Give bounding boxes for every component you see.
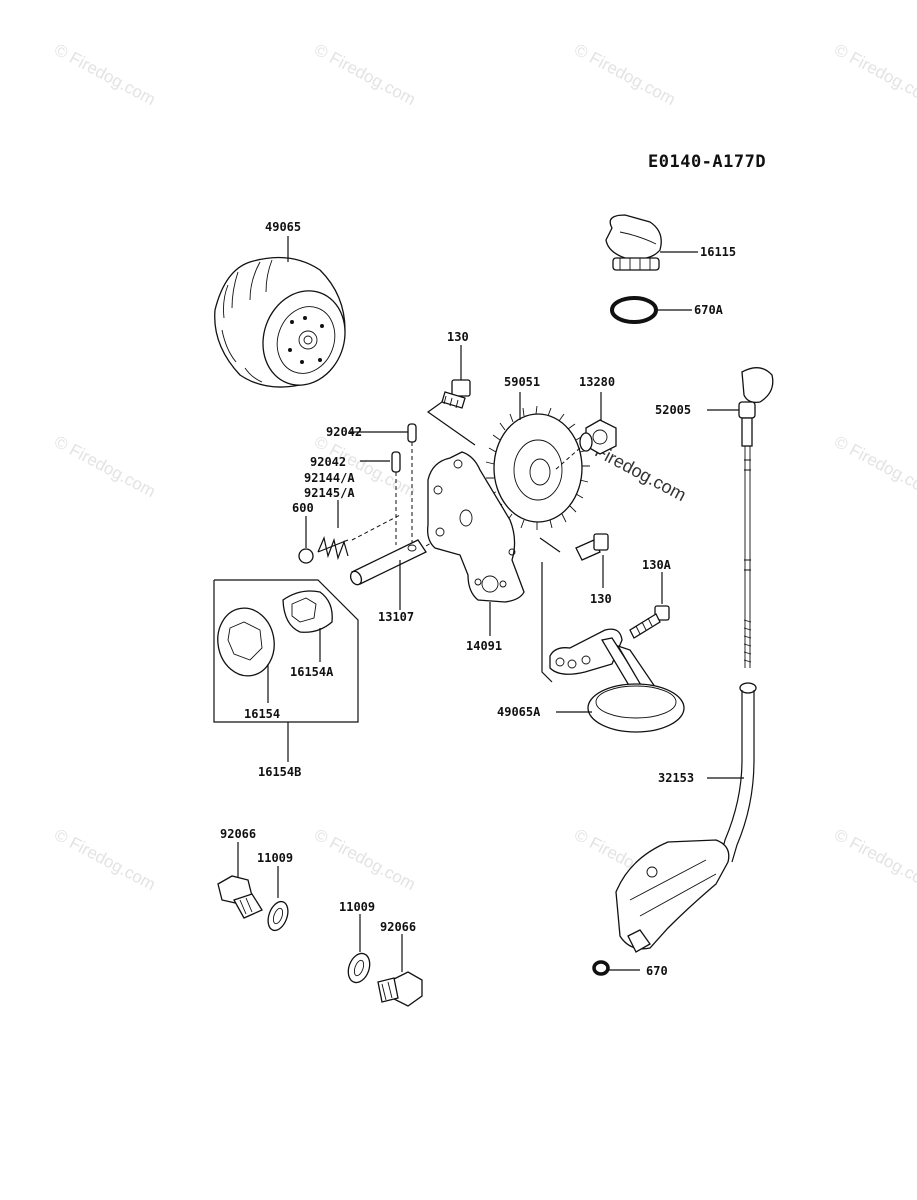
pin-drawing xyxy=(350,423,417,555)
part-label-16154: 16154 xyxy=(244,707,281,721)
drain-plug-left-drawing xyxy=(217,842,289,932)
part-label-11009-a: 11009 xyxy=(257,851,294,865)
part-label-92042-a: 92042 xyxy=(326,425,363,439)
part-label-92066-b: 92066 xyxy=(380,920,417,934)
nut-drawing xyxy=(554,392,617,471)
oil-cap-drawing xyxy=(605,214,698,324)
diagram-code: E0140-A177D xyxy=(648,152,767,172)
part-label-600: 600 xyxy=(292,501,314,515)
part-label-130A: 130A xyxy=(642,558,671,572)
part-label-92145A: 92145/A xyxy=(304,486,355,500)
part-label-59051: 59051 xyxy=(504,375,541,389)
bolt-130-mid-drawing xyxy=(575,533,609,588)
part-label-670A: 670A xyxy=(694,303,723,317)
plate-drawing xyxy=(427,451,561,636)
oil-pump-group-drawing xyxy=(213,579,359,762)
part-label-52005: 52005 xyxy=(655,403,692,417)
drain-plug-right-drawing xyxy=(347,914,423,1007)
oil-filter-drawing xyxy=(214,236,346,388)
gear-drawing xyxy=(485,392,590,530)
part-label-11009-b: 11009 xyxy=(339,900,376,914)
bolt-130-drawing xyxy=(426,345,476,446)
dipstick-drawing xyxy=(707,367,774,668)
part-label-49065: 49065 xyxy=(265,220,302,234)
part-label-14091: 14091 xyxy=(466,639,503,653)
oil-pipe-drawing xyxy=(592,682,757,976)
spring-drawing xyxy=(298,500,401,564)
part-label-130-top: 130 xyxy=(447,330,469,344)
part-label-16154B: 16154B xyxy=(258,765,302,779)
part-label-92144A: 92144/A xyxy=(304,471,355,485)
bolt-130A-drawing xyxy=(629,572,670,639)
part-label-49065A: 49065A xyxy=(497,705,541,719)
oil-strainer-drawing xyxy=(541,562,685,733)
part-label-16154A: 16154A xyxy=(290,665,334,679)
part-label-32153: 32153 xyxy=(658,771,695,785)
part-label-92066-a: 92066 xyxy=(220,827,257,841)
part-label-670: 670 xyxy=(646,964,668,978)
part-label-130-mid: 130 xyxy=(590,592,612,606)
part-label-92042-b: 92042 xyxy=(310,455,347,469)
part-label-13280: 13280 xyxy=(579,375,616,389)
part-label-16115: 16115 xyxy=(700,245,737,259)
part-label-13107: 13107 xyxy=(378,610,415,624)
